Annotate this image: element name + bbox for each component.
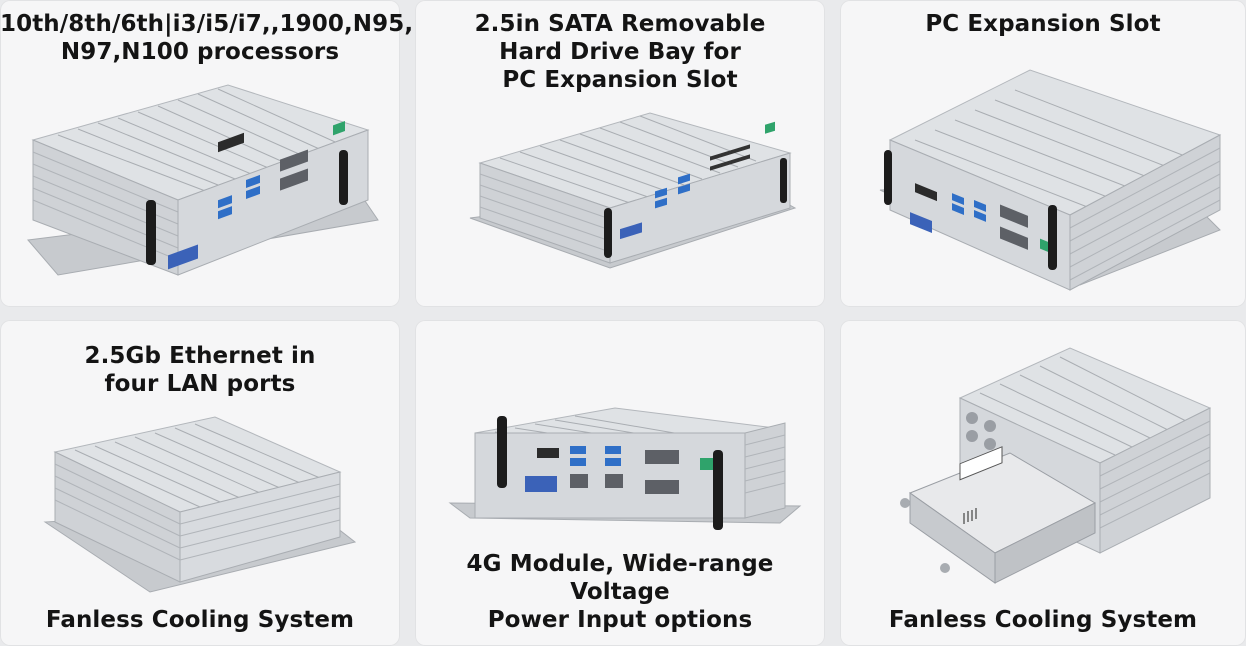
caption-fanless-cooling-right: Fanless Cooling System xyxy=(888,607,1198,633)
mini-pc-image xyxy=(40,412,360,597)
caption-4g-module: 4G Module, Wide-range Voltage Power Inpu… xyxy=(466,551,774,633)
mini-pc-front-io-illustration xyxy=(27,84,379,276)
panel-expansion-slot: PC Expansion Slot xyxy=(840,0,1246,307)
mini-pc-fins-illustration xyxy=(43,416,357,593)
mini-pc-angled-illustration xyxy=(469,112,797,269)
mini-pc-center-illustration xyxy=(448,407,802,530)
mini-pc-right-illustration xyxy=(879,69,1222,291)
caption-processors: 10th/8th/6th|i3/i5/i7,,1900,N95, N97,N10… xyxy=(0,11,414,65)
panel-processors: 10th/8th/6th|i3/i5/i7,,1900,N95, N97,N10… xyxy=(0,0,414,307)
panel-ethernet: 2.5Gb Ethernet in four LAN ports xyxy=(0,320,400,646)
caption-expansion-slot: PC Expansion Slot xyxy=(925,11,1161,37)
panel-4g-module: 4G Module, Wide-range Voltage Power Inpu… xyxy=(415,320,825,646)
mini-pc-image xyxy=(900,338,1240,584)
mini-pc-image xyxy=(870,60,1230,295)
mini-pc-image xyxy=(460,108,800,288)
caption-ethernet: 2.5Gb Ethernet in four LAN ports xyxy=(84,343,316,397)
mini-pc-image xyxy=(18,70,388,300)
panel-drive-bay: 2.5in SATA Removable Hard Drive Bay for … xyxy=(415,0,825,307)
mini-pc-image xyxy=(445,407,805,573)
caption-fanless-cooling-left: Fanless Cooling System xyxy=(45,607,355,633)
mini-pc-drive-bay-illustration xyxy=(900,347,1212,584)
panel-fanless-cooling: Fanless Cooling System xyxy=(840,320,1246,646)
caption-drive-bay: 2.5in SATA Removable Hard Drive Bay for … xyxy=(474,11,766,93)
